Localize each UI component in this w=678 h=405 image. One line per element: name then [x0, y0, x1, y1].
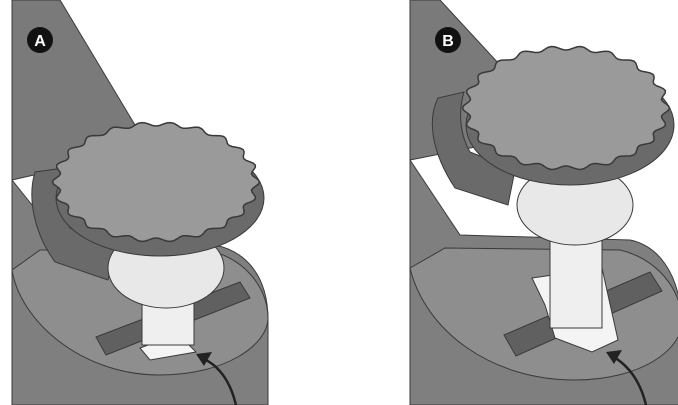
diagram-b: B [400, 0, 678, 405]
panel-b: B [400, 0, 678, 405]
diagram-a: A [0, 0, 300, 405]
panel-label: B [442, 33, 454, 50]
panel-label: A [34, 33, 46, 50]
panel-a: A [0, 0, 300, 405]
